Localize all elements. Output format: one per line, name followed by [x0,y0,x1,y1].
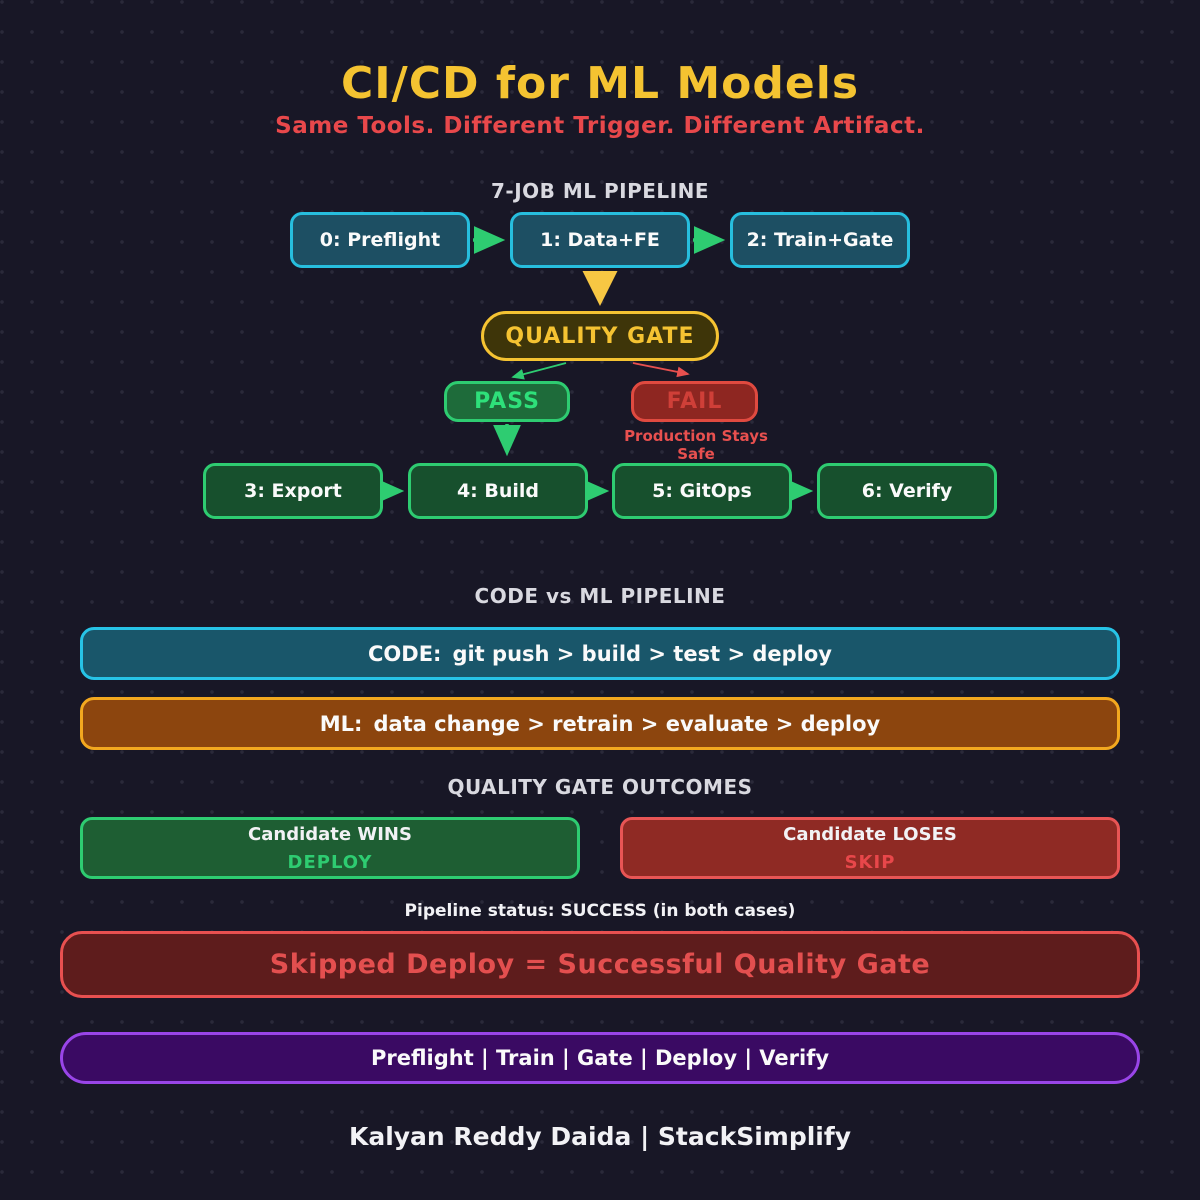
pass-node: PASS [444,381,570,422]
outcomes-heading: QUALITY GATE OUTCOMES [447,775,753,799]
pipeline-status-note: Pipeline status: SUCCESS (in both cases) [404,901,796,921]
ml-flow-bar: ML: data change > retrain > evaluate > d… [80,697,1120,750]
credit-footer: Kalyan Reddy Daida | StackSimplify [348,1122,852,1151]
job-1-data-fe: 1: Data+FE [510,212,690,268]
candidate-wins-card: Candidate WINS DEPLOY [80,817,580,879]
arrow-gate-to-pass [511,362,567,380]
job-label: 6: Verify [861,480,953,502]
code-flow-bar: CODE: git push > build > test > deploy [80,627,1120,680]
job-label: 4: Build [456,480,540,502]
quality-gate-node: QUALITY GATE [481,311,719,361]
skipped-deploy-banner-text: Skipped Deploy = Successful Quality Gate [269,949,931,980]
candidate-wins-action: DEPLOY [287,851,373,873]
job-5-gitops: 5: GitOps [612,463,792,519]
job-label: 2: Train+Gate [746,229,894,251]
job-label: 0: Preflight [319,229,441,251]
pipeline-heading: 7-JOB ML PIPELINE [491,179,709,203]
stages-summary-bar: Preflight | Train | Gate | Deploy | Veri… [60,1032,1140,1084]
fail-note: Production Stays Safe [624,427,768,463]
job-2-train-gate: 2: Train+Gate [730,212,910,268]
fail-node: FAIL [631,381,758,422]
ml-flow-prefix: ML: [319,711,363,736]
job-6-verify: 6: Verify [817,463,997,519]
job-3-export: 3: Export [203,463,383,519]
candidate-loses-action: SKIP [844,851,896,873]
arrow-gate-to-fail [632,362,690,378]
job-0-preflight: 0: Preflight [290,212,470,268]
fail-label: FAIL [666,389,723,414]
job-label: 5: GitOps [652,480,752,502]
candidate-loses-title: Candidate LOSES [783,823,957,845]
job-label: 1: Data+FE [540,229,660,251]
page-subtitle: Same Tools. Different Trigger. Different… [275,113,925,139]
code-flow-prefix: CODE: [368,641,442,666]
job-4-build: 4: Build [408,463,588,519]
comparison-heading: CODE vs ML PIPELINE [474,584,726,608]
candidate-wins-title: Candidate WINS [248,823,412,845]
ml-flow-steps: data change > retrain > evaluate > deplo… [373,711,881,736]
quality-gate-label: QUALITY GATE [505,323,695,349]
job-label: 3: Export [244,480,342,502]
candidate-loses-card: Candidate LOSES SKIP [620,817,1120,879]
code-flow-steps: git push > build > test > deploy [452,641,832,666]
pass-label: PASS [474,389,540,414]
skipped-deploy-banner: Skipped Deploy = Successful Quality Gate [60,931,1140,998]
stages-summary-text: Preflight | Train | Gate | Deploy | Veri… [370,1046,830,1070]
page-title: CI/CD for ML Models [340,58,860,109]
